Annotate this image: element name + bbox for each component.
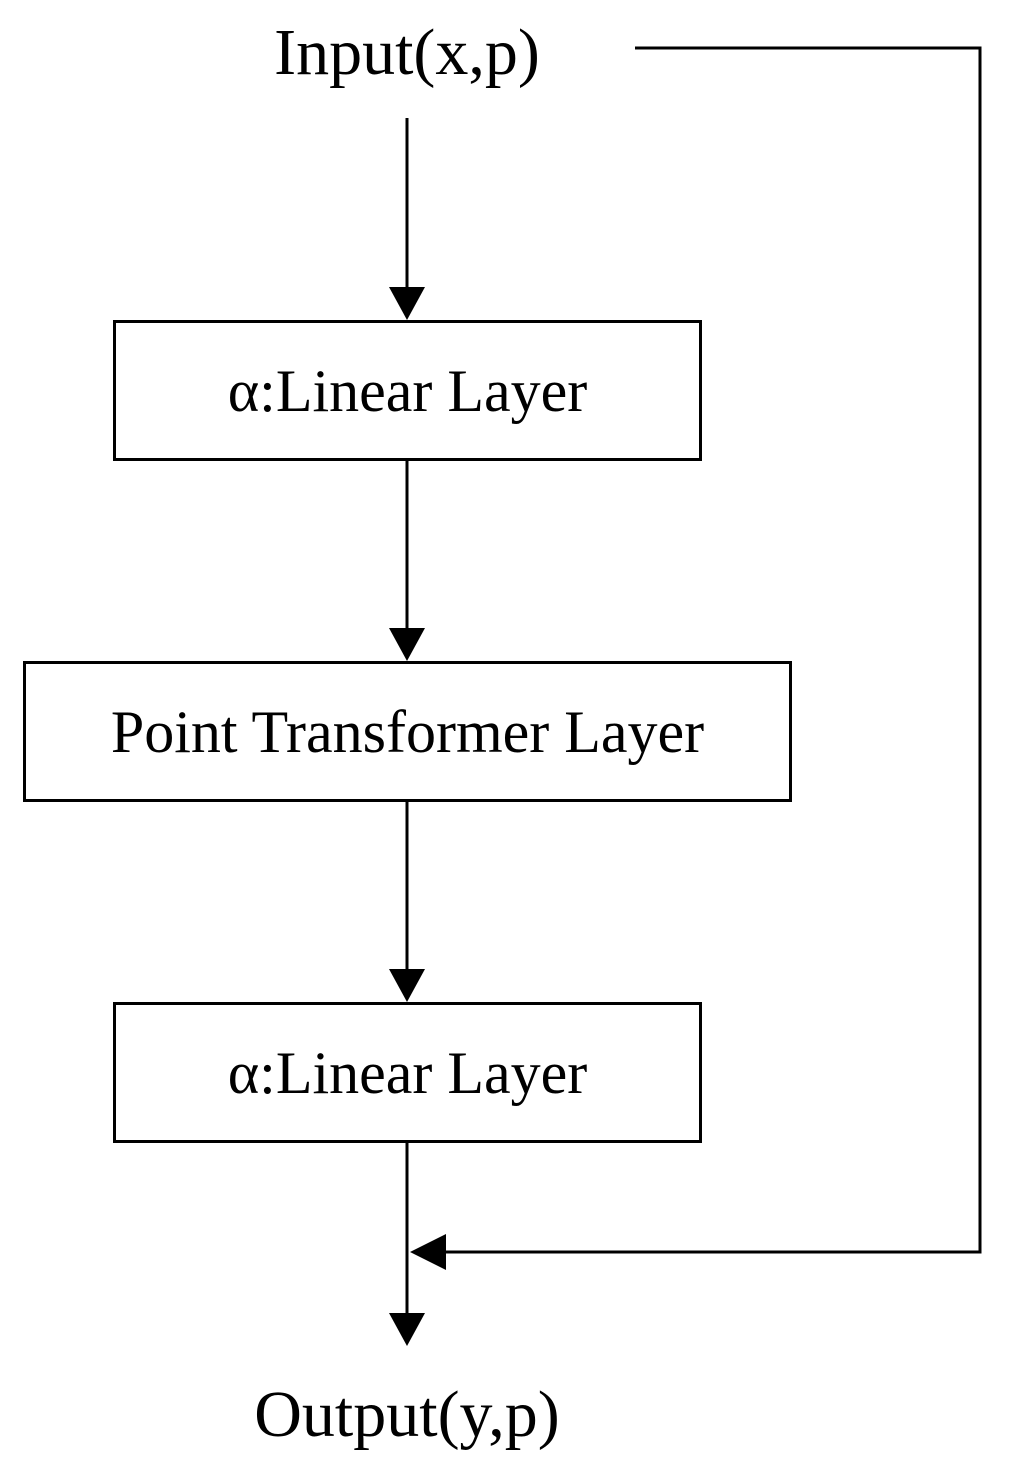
arrowhead-linear-1-to-point-transformer xyxy=(389,628,425,661)
arrowhead-point-transformer-to-linear-2 xyxy=(389,969,425,1002)
arrowhead-input-to-linear-1 xyxy=(389,287,425,320)
linear-layer-box-1: α:Linear Layer xyxy=(113,320,702,461)
arrowhead-linear-2-to-output xyxy=(389,1313,425,1346)
point-transformer-layer-label: Point Transformer Layer xyxy=(110,698,705,765)
linear-layer-box-2: α:Linear Layer xyxy=(113,1002,702,1143)
point-transformer-layer-box: Point Transformer Layer xyxy=(23,661,792,802)
linear-layer-label-1: α:Linear Layer xyxy=(227,357,588,424)
skip-connection-arrowhead xyxy=(410,1234,446,1270)
output-label: Output(y,p) xyxy=(254,1378,560,1451)
input-label: Input(x,p) xyxy=(274,16,540,89)
linear-layer-label-2: α:Linear Layer xyxy=(227,1039,588,1106)
skip-connection-line xyxy=(440,46,982,1254)
